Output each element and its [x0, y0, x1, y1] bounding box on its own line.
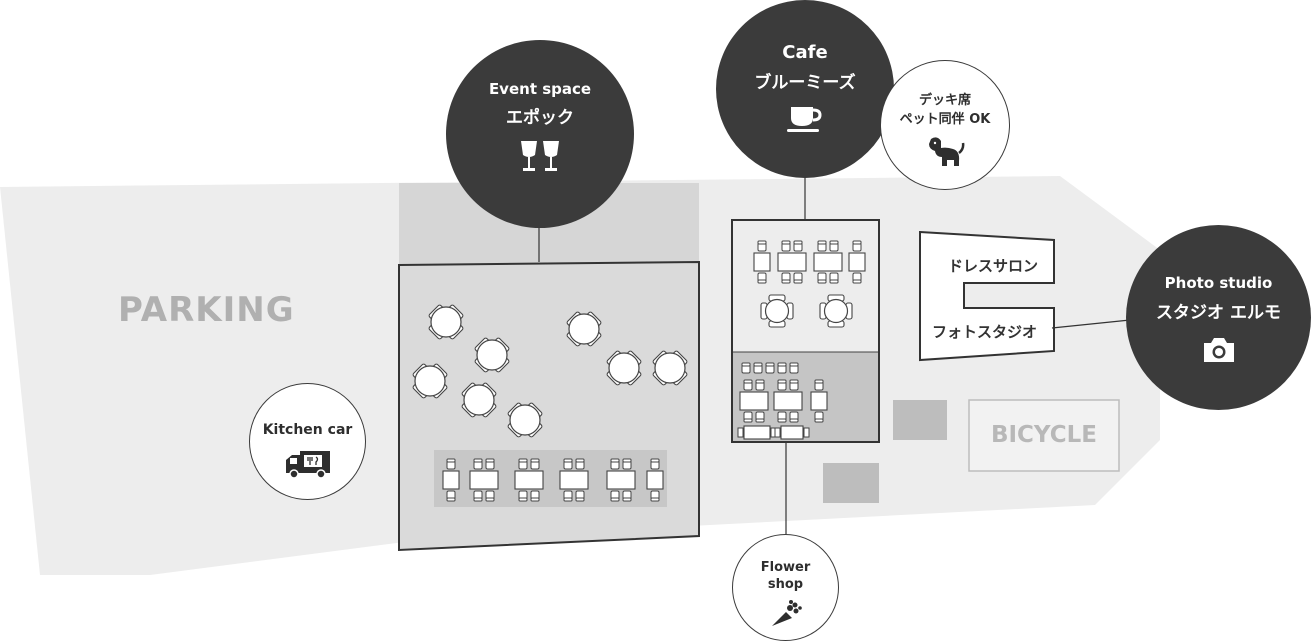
- cafe-title-ja: ブルーミーズ: [754, 72, 856, 93]
- utility-block: [893, 400, 947, 440]
- cafe-counter-stools: [741, 362, 799, 374]
- photo-studio-room-label: フォトスタジオ: [932, 323, 1038, 341]
- deck-seating-pin[interactable]: デッキ席 ペット同伴 OK: [880, 60, 1010, 190]
- pet-ok-label: ペット同伴 OK: [899, 112, 991, 128]
- event-space-title-ja: エポック: [506, 107, 574, 128]
- bicycle-label: BICYCLE: [990, 422, 1098, 448]
- kitchen-car-label: Kitchen car: [262, 422, 353, 438]
- photo-studio-title-ja: スタジオ エルモ: [1156, 302, 1281, 323]
- utility-block: [823, 463, 879, 503]
- kitchen-car-pin[interactable]: Kitchen car: [249, 383, 366, 500]
- event-space-title-en: Event space: [488, 80, 592, 98]
- photo-studio-title-en: Photo studio: [1164, 274, 1273, 292]
- deck-seating-label: デッキ席: [918, 93, 971, 108]
- parking-label: PARKING: [118, 290, 295, 330]
- dress-salon-label: ドレスサロン: [948, 257, 1039, 275]
- photo-studio-pin[interactable]: Photo studio スタジオ エルモ: [1126, 225, 1311, 410]
- food-truck-icon: [285, 450, 330, 479]
- dog-icon: [929, 136, 965, 166]
- flower-label: Flower: [760, 560, 811, 575]
- shop-label: shop: [767, 576, 804, 592]
- cafe-title-en: Cafe: [782, 42, 828, 63]
- coffee-cup-icon: [787, 106, 822, 132]
- photo-studio-connector: [1051, 319, 1131, 329]
- flower-shop-pin[interactable]: Flower shop: [732, 534, 839, 641]
- terrace-bench-tables: [737, 425, 810, 440]
- camera-icon: [1203, 338, 1234, 362]
- dress-salon-photo-studio-building[interactable]: [919, 230, 1055, 362]
- bicycle-parking[interactable]: [968, 399, 1120, 472]
- event-space-pin[interactable]: Event space エポック: [446, 40, 634, 228]
- cafe-pin[interactable]: Cafe ブルーミーズ: [716, 0, 894, 178]
- bouquet-icon: [771, 599, 802, 626]
- wine-glasses-icon: [521, 141, 559, 171]
